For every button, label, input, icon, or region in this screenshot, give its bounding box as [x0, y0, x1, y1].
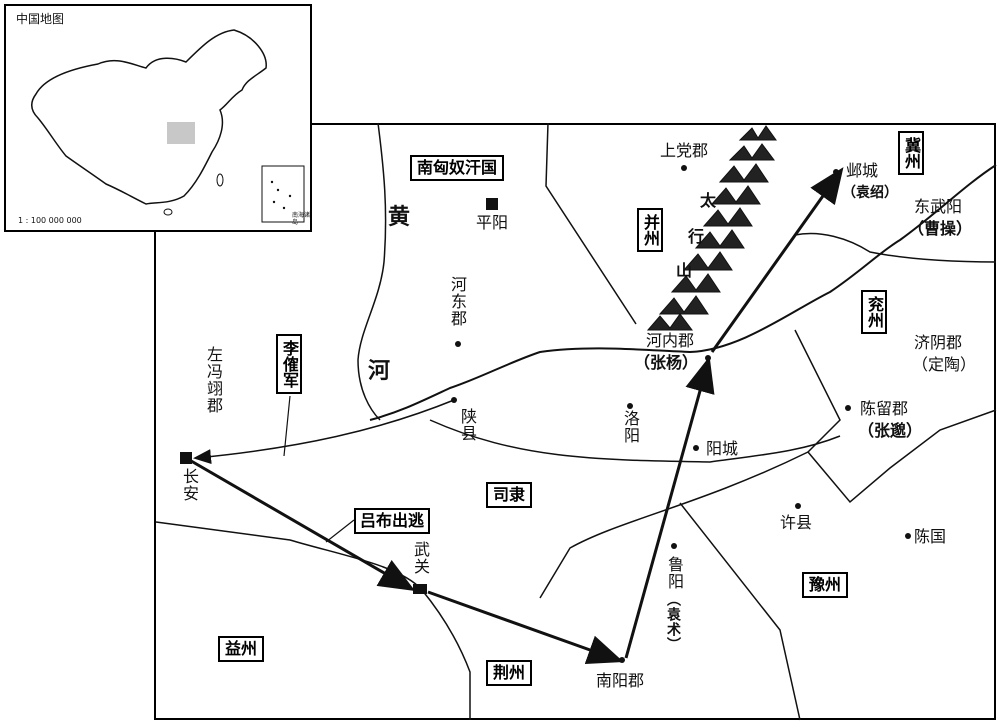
inset-scale: 1 : 100 000 000 — [18, 216, 82, 225]
south-sea-box — [261, 165, 305, 223]
place-dongwuyang: 东武阳 — [914, 197, 963, 216]
lijue-route — [193, 399, 455, 465]
place-luyang-note: （袁术） — [665, 592, 681, 652]
region-bingzhou: 并州 — [637, 208, 663, 252]
place-luyang: 鲁阳 — [665, 556, 684, 590]
place-yecheng-note: （袁绍） — [842, 185, 898, 201]
campaign-routes — [185, 167, 844, 665]
place-hedong: 河东郡 — [448, 276, 467, 327]
inset-south-sea-label: 南海诸岛 — [292, 212, 311, 226]
place-chenguo: 陈国 — [914, 527, 947, 546]
place-yangcheng: 阳城 — [706, 439, 739, 458]
yellow-river-path — [369, 164, 997, 421]
place-henei-note: （张杨） — [634, 353, 699, 372]
highlight-area — [167, 122, 195, 144]
place-jiyin-note: （定陶） — [912, 355, 977, 374]
place-chenliu: 陈留郡 — [860, 399, 909, 418]
place-nanyang: 南阳郡 — [596, 671, 645, 690]
region-yuzhou: 豫州 — [802, 572, 849, 598]
place-dongwuyang-note: （曹操） — [908, 219, 973, 238]
place-markers — [180, 165, 911, 663]
mountain-label-hang: 行 — [688, 227, 705, 246]
callout-lvbu-escape: 吕布出逃 — [354, 508, 431, 534]
region-sili: 司隶 — [486, 482, 533, 508]
place-changan: 长安 — [180, 468, 199, 502]
place-xuxian: 许县 — [780, 513, 813, 532]
region-xiongnu: 南匈奴汗国 — [410, 155, 505, 181]
china-outline — [31, 29, 305, 223]
place-yecheng: 邺城 — [846, 161, 879, 180]
region-jizhou: 冀州 — [898, 131, 924, 175]
place-shangdang: 上党郡 — [660, 141, 709, 160]
callout-lijue-army: 李傕军 — [276, 334, 302, 394]
river-label-he: 河 — [368, 359, 391, 384]
mountain-label-shan: 山 — [676, 261, 693, 280]
inset-map-china: 中国地图 1 : 100 000 000 南海诸岛 — [4, 4, 312, 232]
river-label-huang: 黄 — [388, 205, 411, 230]
place-wuguan: 武关 — [411, 541, 430, 575]
region-yanzhou: 兖州 — [861, 290, 887, 334]
inset-title: 中国地图 — [16, 12, 65, 26]
place-shanxian: 陕县 — [458, 408, 477, 442]
taihang-mountains-icon — [646, 125, 777, 331]
region-jingzhou: 荆州 — [486, 660, 533, 686]
mountain-label-tai: 太 — [700, 191, 717, 210]
place-henei: 河内郡 — [646, 331, 695, 350]
place-luoyang: 洛阳 — [621, 410, 640, 444]
region-yizhou: 益州 — [218, 636, 265, 662]
place-pingyang: 平阳 — [476, 213, 509, 232]
place-chenliu-note: （张邈） — [858, 421, 923, 440]
place-zuopingyi: 左冯翊郡 — [204, 346, 223, 414]
place-jiyin: 济阴郡 — [914, 333, 963, 352]
